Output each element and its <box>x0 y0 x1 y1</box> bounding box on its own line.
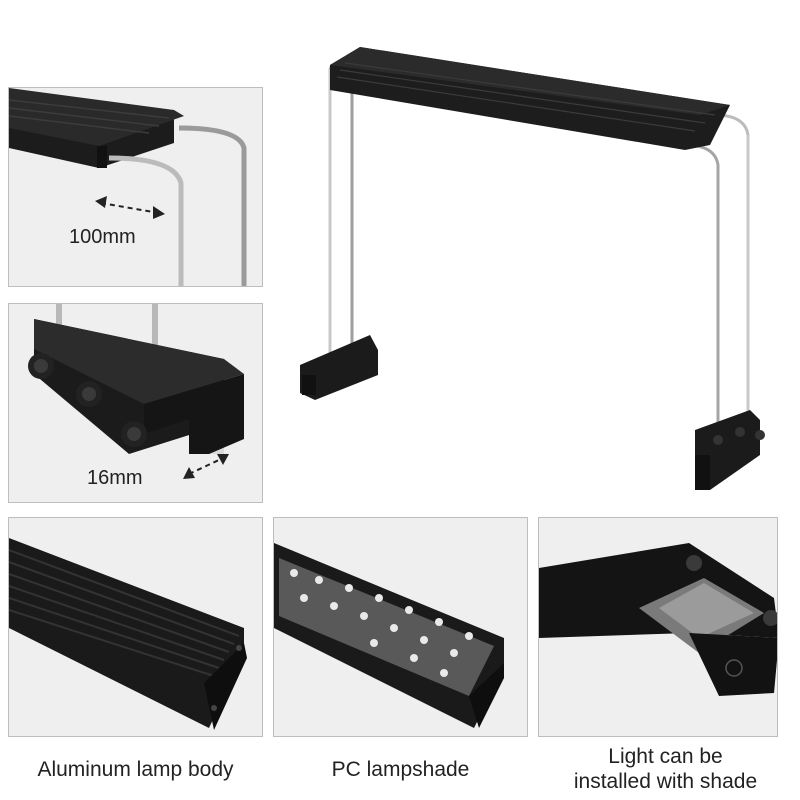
caption-install-line1: Light can be <box>608 745 723 768</box>
clamp-width-label: 16mm <box>87 467 143 489</box>
light-with-shade-illustration <box>539 543 777 696</box>
clamp-detail-panel: 16mm <box>8 303 263 503</box>
pc-lampshade-illustration <box>274 543 504 728</box>
clamp-detail-illustration <box>28 304 244 479</box>
bracket-detail-illustration <box>9 88 247 286</box>
caption-aluminum-body: Aluminum lamp body <box>37 758 234 781</box>
bracket-detail-panel: 100mm <box>8 87 263 287</box>
pc-lampshade-panel <box>273 517 528 737</box>
lamp-full-illustration <box>300 47 765 490</box>
caption-pc-lampshade: PC lampshade <box>331 758 470 781</box>
bracket-width-label: 100mm <box>69 226 136 248</box>
aluminum-body-panel <box>8 517 263 737</box>
led-dots <box>290 569 473 677</box>
caption-install-line2: installed with shade <box>573 770 758 793</box>
lamp-full-view <box>290 35 795 505</box>
light-with-shade-panel <box>538 517 778 737</box>
aluminum-body-illustration <box>9 538 247 730</box>
